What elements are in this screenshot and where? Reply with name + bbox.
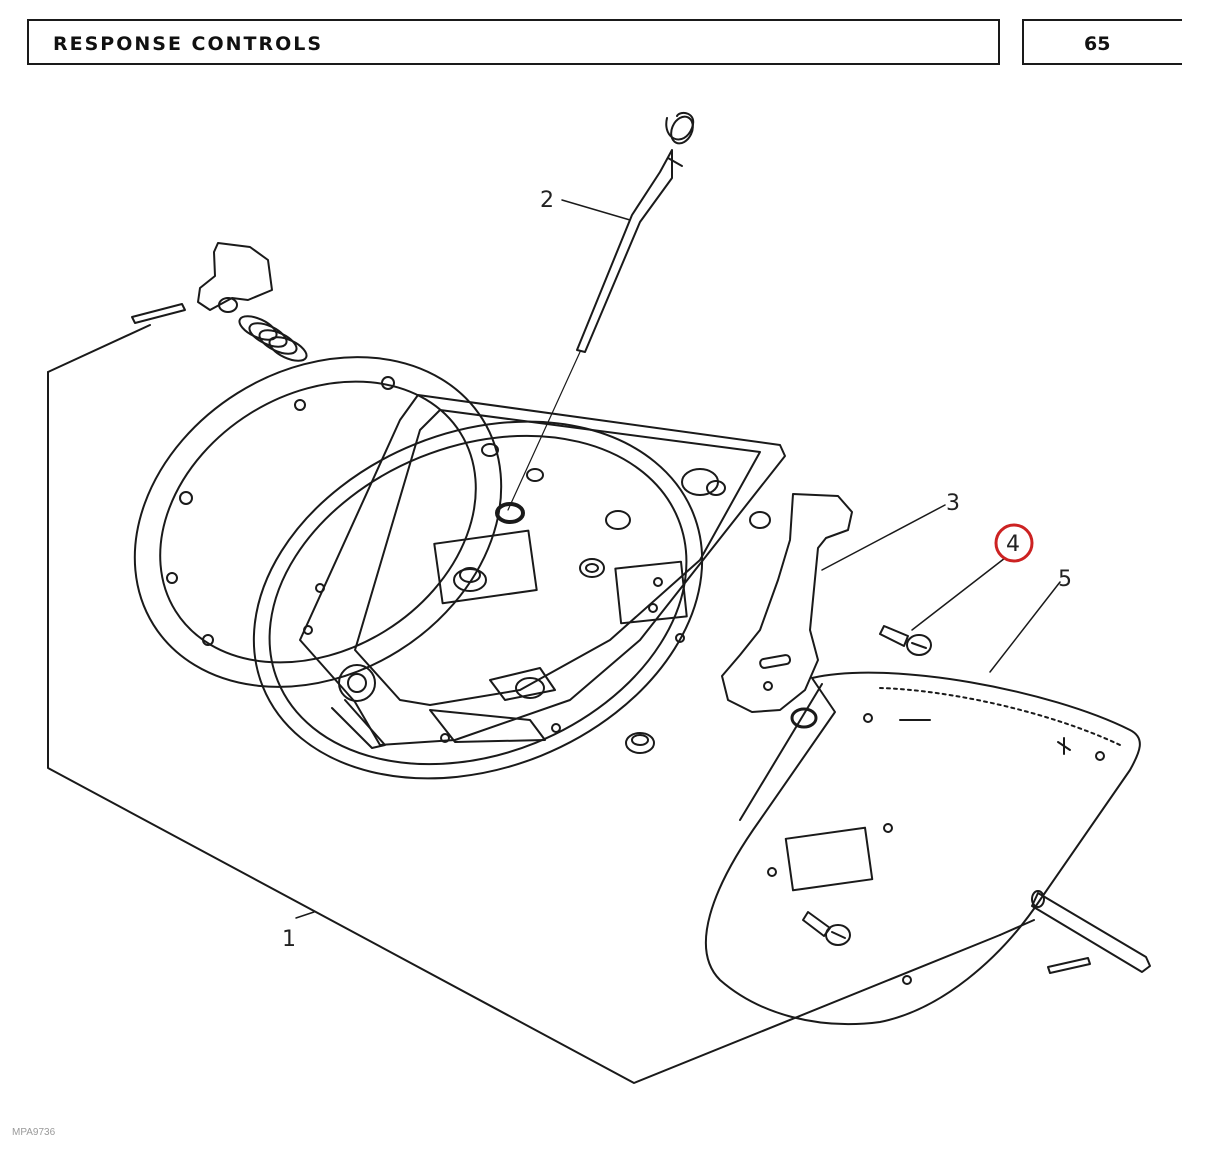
callout-4-highlight-circle (994, 523, 1034, 563)
callout-3: 3 (946, 491, 960, 516)
callout-1: 1 (282, 927, 296, 952)
page-number-box: 65 (1022, 19, 1182, 65)
leader-lines (295, 199, 1061, 919)
spring-lever-assembly (131, 242, 308, 362)
nut (625, 732, 655, 754)
part-5-dial-cover (705, 671, 1141, 1026)
part-3-lever-arm (721, 493, 853, 729)
bracket-frame (299, 394, 786, 749)
coil-spring (238, 315, 308, 362)
cover-screw (802, 911, 851, 946)
callout-4: 4 (1006, 532, 1020, 557)
callout-2: 2 (540, 188, 554, 213)
gasket-plate (133, 356, 503, 688)
housing-outline (47, 324, 1035, 1084)
part-4-screw (879, 625, 932, 656)
page-number: 65 (1084, 33, 1111, 55)
drawing-code: MPA9736 (12, 1127, 56, 1138)
title-box: RESPONSE CONTROLS (27, 19, 1000, 65)
shaft (1031, 890, 1151, 974)
part-2-linkage-rod (507, 111, 695, 511)
backplate-internals (303, 443, 726, 743)
callout-5: 5 (1058, 567, 1072, 592)
page-title: RESPONSE CONTROLS (53, 33, 324, 55)
